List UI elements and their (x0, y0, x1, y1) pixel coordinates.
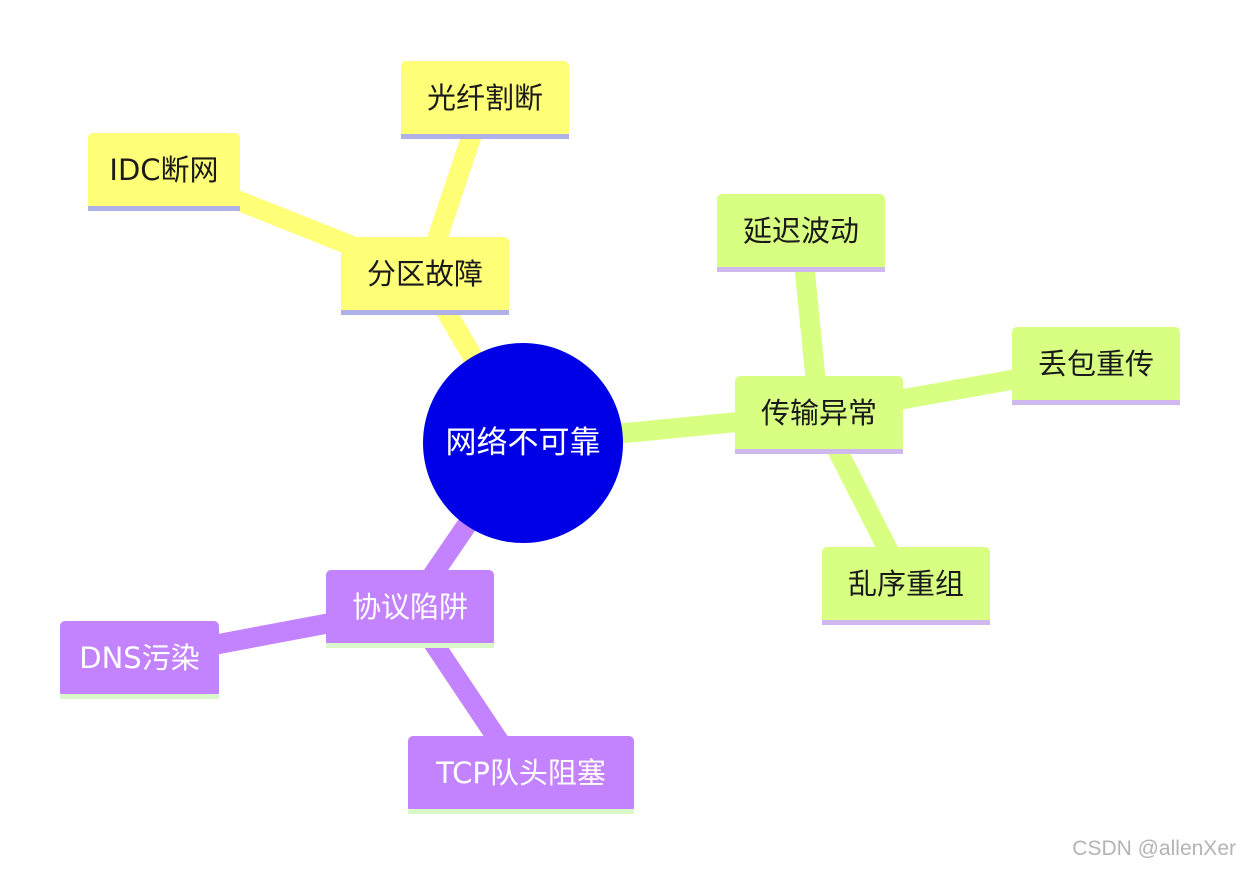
node-underline (326, 643, 494, 648)
node-label: 乱序重组 (848, 567, 964, 601)
node-label: TCP队头阻塞 (435, 756, 606, 790)
node-label: IDC断网 (109, 153, 218, 187)
node-underline (1012, 400, 1180, 405)
node-transport[interactable]: 传输异常 (735, 376, 903, 454)
node-label: 延迟波动 (743, 214, 859, 248)
node-reorder[interactable]: 乱序重组 (822, 547, 990, 625)
node-box (341, 237, 509, 313)
node-underline (822, 620, 990, 625)
node-dns-poison[interactable]: DNS污染 (60, 621, 219, 699)
node-box (60, 621, 219, 697)
node-tcp-hol[interactable]: TCP队头阻塞 (408, 736, 634, 814)
node-label: 传输异常 (761, 396, 877, 430)
node-idc-down[interactable]: IDC断网 (88, 133, 240, 211)
node-label: 协议陷阱 (352, 590, 468, 624)
node-underline (717, 267, 885, 272)
watermark: CSDN @allenXer (1072, 837, 1236, 860)
node-underline (408, 809, 634, 814)
node-underline (60, 694, 219, 699)
root-label: 网络不可靠 (446, 425, 601, 461)
node-box (822, 547, 990, 623)
node-label: 光纤割断 (427, 81, 543, 115)
node-latency-jitter[interactable]: 延迟波动 (717, 194, 885, 272)
node-underline (341, 310, 509, 315)
node-underline (401, 134, 569, 139)
node-protocol[interactable]: 协议陷阱 (326, 570, 494, 648)
root-circle (423, 343, 623, 543)
node-box (326, 570, 494, 646)
node-box (408, 736, 634, 812)
node-box (735, 376, 903, 452)
node-packet-loss[interactable]: 丢包重传 (1012, 327, 1180, 405)
node-label: 分区故障 (367, 257, 483, 291)
node-box (1012, 327, 1180, 403)
node-box (401, 61, 569, 137)
node-box (88, 133, 240, 209)
node-fiber-cut[interactable]: 光纤割断 (401, 61, 569, 139)
node-partition[interactable]: 分区故障 (341, 237, 509, 315)
node-label: 丢包重传 (1038, 347, 1154, 381)
node-underline (88, 206, 240, 211)
node-box (717, 194, 885, 270)
node-label: DNS污染 (79, 641, 199, 675)
node-root[interactable]: 网络不可靠 (423, 343, 623, 543)
node-underline (735, 449, 903, 454)
